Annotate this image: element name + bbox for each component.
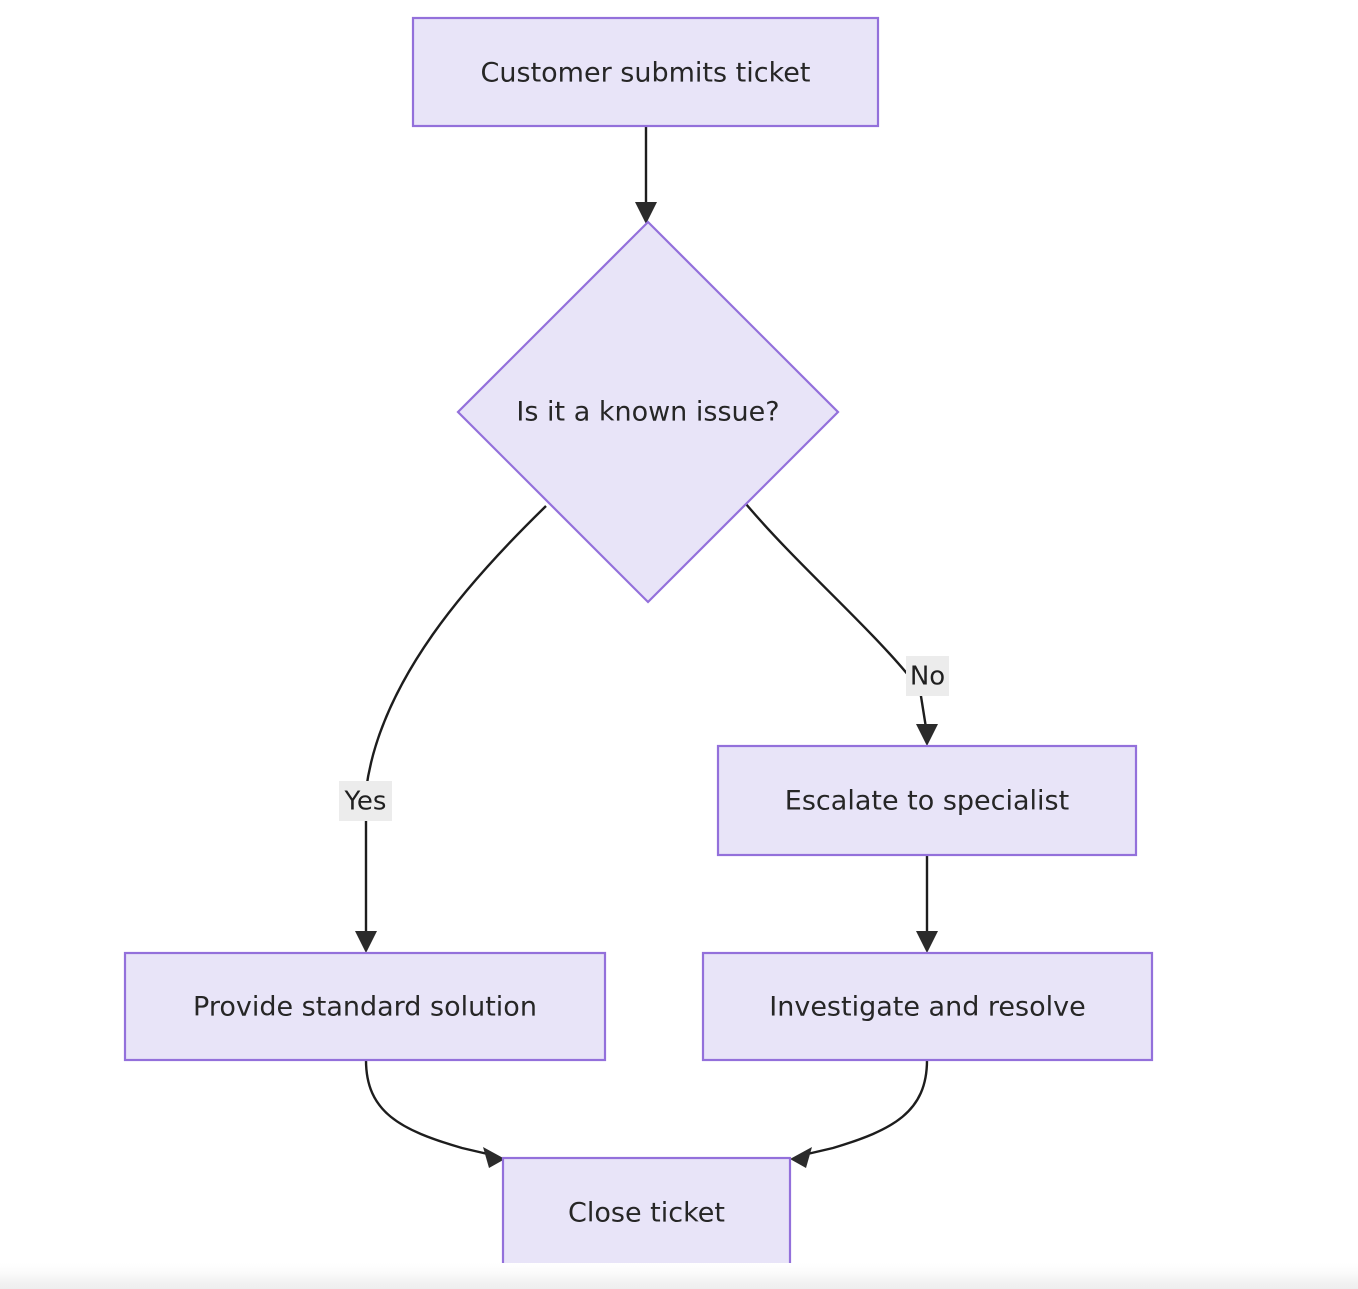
arrow-head-icon (483, 1147, 505, 1168)
node-decision-label: Is it a known issue? (516, 397, 779, 428)
edges-layer (355, 126, 938, 1168)
node-start[interactable]: Customer submits ticket (411, 16, 880, 128)
node-start-shape (411, 16, 880, 128)
arrow-head-icon (916, 724, 938, 746)
edge-escalate-to-investigate[interactable] (916, 855, 938, 953)
edge-labels-layer: Yes No (339, 656, 949, 821)
arrow-head-icon (916, 931, 938, 953)
edge-line (745, 503, 929, 735)
edge-decision-to-escalate[interactable] (745, 503, 938, 746)
arrow-head-icon (355, 931, 377, 953)
edge-label-no-text: No (910, 662, 945, 692)
edge-line (802, 1059, 929, 1157)
arrow-head-icon (790, 1147, 812, 1168)
node-standard-label: Provide standard solution (193, 992, 537, 1023)
edge-label-yes[interactable]: Yes (339, 781, 392, 821)
edge-label-yes-text: Yes (344, 787, 387, 817)
nodes-layer: Customer submits ticket Is it a known is… (123, 16, 1154, 1268)
node-investigate-shape (701, 951, 1154, 1062)
edge-label-no[interactable]: No (906, 656, 949, 696)
node-decision-shape (456, 220, 840, 604)
arrow-head-icon (635, 202, 657, 224)
node-close[interactable]: Close ticket (501, 1156, 792, 1268)
node-close-shape (501, 1156, 792, 1268)
edge-label-no-background (906, 656, 949, 696)
edge-label-yes-background (339, 781, 392, 821)
node-close-label: Close ticket (568, 1198, 725, 1229)
node-decision[interactable]: Is it a known issue? (456, 220, 840, 604)
node-standard-shape (123, 951, 607, 1062)
node-standard[interactable]: Provide standard solution (123, 951, 607, 1062)
edge-line (364, 1059, 493, 1157)
edge-start-to-decision[interactable] (635, 126, 657, 224)
node-start-label: Customer submits ticket (481, 58, 811, 89)
node-investigate-label: Investigate and resolve (769, 992, 1085, 1023)
edge-line (364, 505, 547, 941)
edge-decision-to-standard[interactable] (355, 505, 547, 953)
edge-investigate-to-close[interactable] (790, 1059, 929, 1168)
node-investigate[interactable]: Investigate and resolve (701, 951, 1154, 1062)
node-escalate-shape (716, 744, 1138, 857)
node-escalate[interactable]: Escalate to specialist (716, 744, 1138, 857)
edge-standard-to-close[interactable] (364, 1059, 505, 1168)
node-escalate-label: Escalate to specialist (785, 786, 1069, 817)
